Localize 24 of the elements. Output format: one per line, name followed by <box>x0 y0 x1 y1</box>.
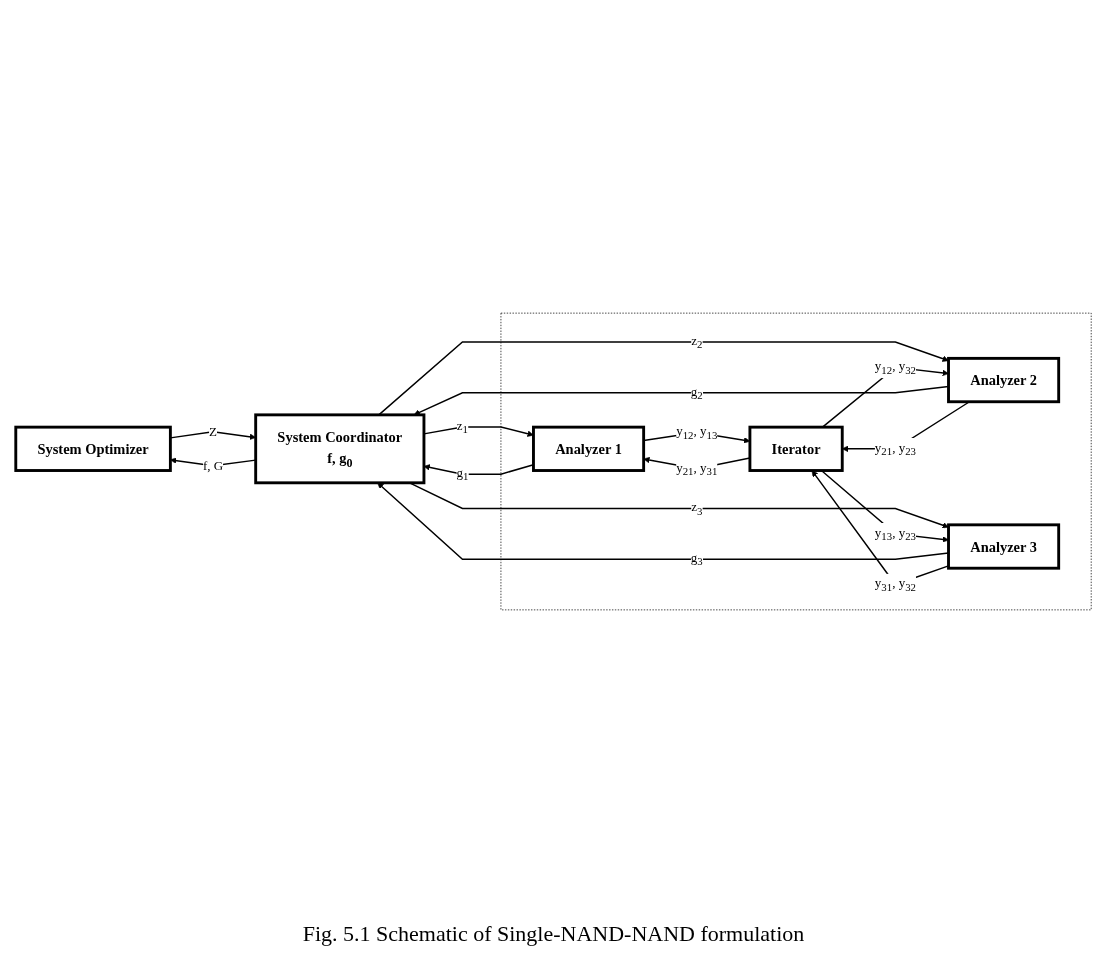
edge-label: z$_{2}$ <box>691 333 703 351</box>
edge-label: f, G <box>202 458 224 473</box>
arrow <box>423 426 534 437</box>
node-box: System Coordinator f, g$_{0}$ <box>254 413 426 485</box>
node-box: Analyzer 1 <box>532 425 646 472</box>
edge-label: g$_{2}$ <box>690 384 703 402</box>
node-box: System Optimizer <box>14 425 172 472</box>
edge-label: z$_{3}$ <box>691 499 703 517</box>
edge-label: g$_{3}$ <box>690 550 703 568</box>
edge-label: y$_{12}$, y$_{32}$ <box>874 358 916 376</box>
node-box: Analyzer 3 <box>947 523 1061 570</box>
edge-label: y$_{21}$, y$_{31}$ <box>676 460 718 478</box>
node-box: Iterator <box>748 425 844 472</box>
arrow <box>378 341 949 416</box>
node-box: Analyzer 2 <box>947 356 1061 404</box>
figure-caption: Fig. 5.1 Schematic of Single-NAND-NAND formulation <box>302 921 805 947</box>
edge-label: Z <box>209 424 218 439</box>
edge-label: y$_{21}$, y$_{23}$ <box>874 440 916 458</box>
edge-label: y$_{31}$, y$_{32}$ <box>874 575 916 593</box>
edge-label: y$_{13}$, y$_{23}$ <box>874 525 916 543</box>
edge-label: y$_{12}$, y$_{13}$ <box>676 423 718 441</box>
edge-label: g$_{1}$ <box>456 465 469 483</box>
cluster <box>500 312 1092 611</box>
edge-label: z$_{1}$ <box>456 418 469 436</box>
